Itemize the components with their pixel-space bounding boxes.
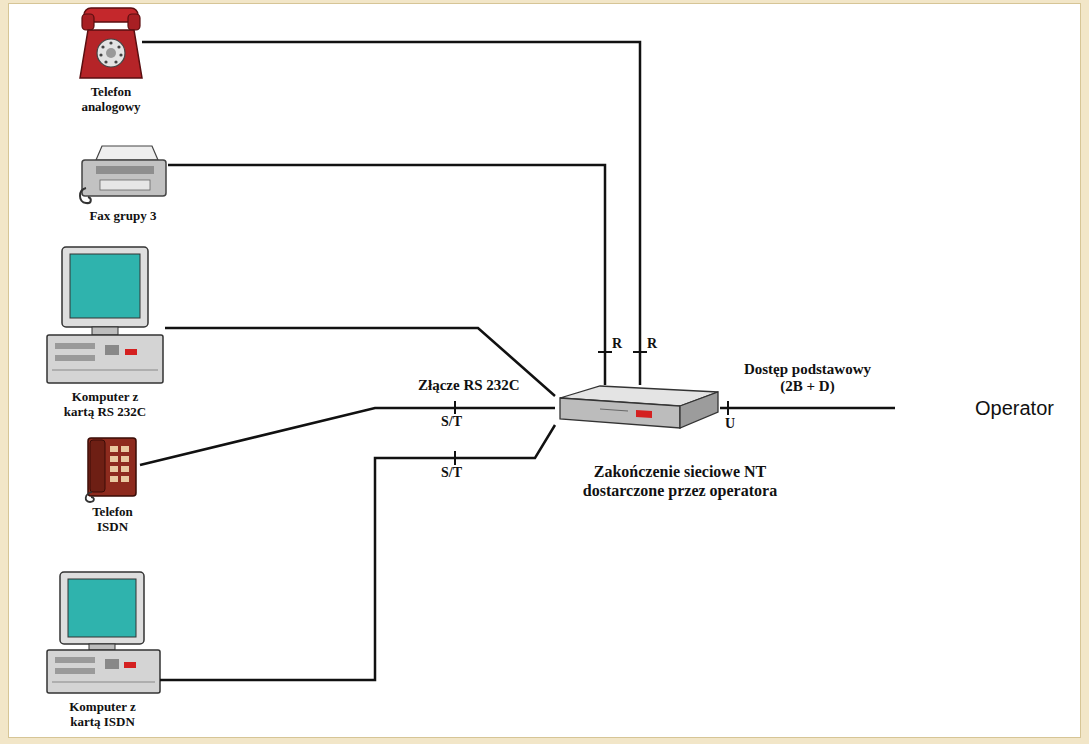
wire-connector [168, 165, 605, 385]
device-label: Telefon ISDN [78, 504, 148, 534]
wire-connector [720, 407, 895, 410]
isdn-phone-icon [86, 438, 136, 502]
access-label: Dostęp podstawowy (2B + D) [735, 361, 880, 395]
wire-connector [140, 408, 555, 465]
computer-icon [47, 572, 160, 693]
device-label: Fax grupy 3 [68, 208, 178, 223]
fax-icon [80, 146, 166, 203]
reference-point-label: S/T [439, 414, 464, 429]
device-label: Zakończenie sieciowe NT dostarczone prze… [560, 462, 800, 500]
operator-end: Operator [895, 397, 1056, 419]
network-terminator-box [560, 386, 718, 428]
device-label: Telefon analogowy [66, 84, 156, 114]
analog-phone-icon [80, 8, 142, 78]
computer: Komputer z kartą RS 232C [45, 245, 165, 385]
device-label: Komputer z kartą RS 232C [55, 389, 155, 419]
fax-machine: Fax grupy 3 [78, 142, 168, 204]
isdn-phone: Telefon ISDN [85, 435, 140, 500]
reference-point-label: U [723, 416, 737, 431]
computer: Komputer z kartą ISDN [45, 570, 160, 695]
wire-connector [142, 42, 640, 385]
endpoint-label: Operator [975, 397, 1056, 419]
reference-point-label: R [610, 336, 624, 351]
network-terminator: Zakończenie sieciowe NT dostarczone prze… [555, 385, 720, 432]
reference-point-label: R [645, 336, 659, 351]
device-label: Komputer z kartą ISDN [53, 699, 153, 729]
interface-label: Złącze RS 232C [418, 377, 520, 394]
analog-phone: Telefon analogowy [80, 5, 142, 80]
background-panel [8, 3, 1081, 738]
wire-connector [165, 328, 555, 396]
computer-icon [47, 247, 163, 383]
reference-point-label: S/T [439, 465, 464, 480]
wire-connector [160, 425, 555, 680]
